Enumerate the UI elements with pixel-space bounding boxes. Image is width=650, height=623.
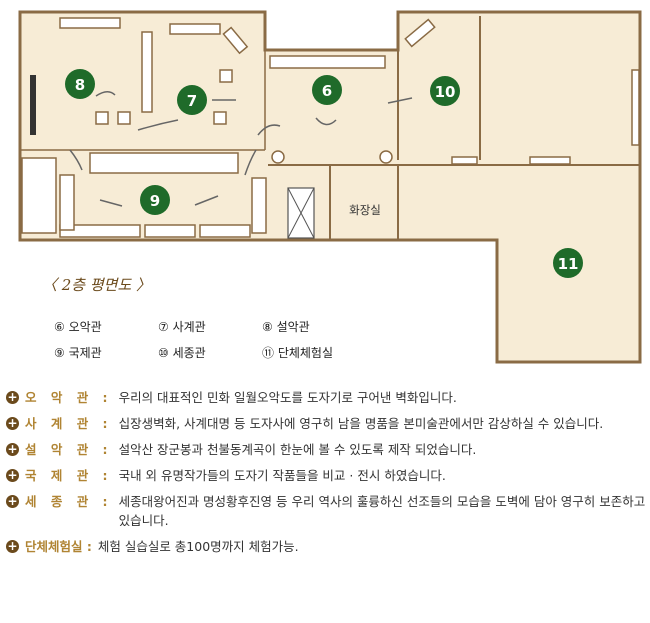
legend-item: ⑧ 설악관 [262, 320, 310, 334]
display-case [21, 157, 57, 234]
display-case [59, 174, 75, 231]
svg-text:11: 11 [558, 255, 579, 273]
restroom-label: 화장실 [349, 203, 381, 217]
display-case [269, 55, 386, 69]
svg-text:10: 10 [435, 83, 456, 101]
room-marker-10: 10 [430, 76, 460, 106]
description-item: + 단체체험실 : 체험 실습실로 총100명까지 체험가능. [6, 537, 646, 556]
room-marker-9: 9 [140, 185, 170, 215]
legend-item: ⑥ 오악관 [54, 320, 102, 334]
room-marker-circle [177, 85, 207, 115]
pedestal [117, 111, 131, 125]
display-case [30, 75, 36, 135]
room-marker-11: 11 [553, 248, 583, 278]
display-case [251, 177, 267, 234]
description-term: 설 악 관 : [25, 442, 113, 457]
plus-icon: + [6, 539, 19, 553]
description-text: 국내 외 유명작가들의 도자기 작품들을 비교 · 전시 하였습니다. [118, 468, 446, 483]
plus-icon: + [6, 442, 19, 456]
description-item: + 국 제 관 : 국내 외 유명작가들의 도자기 작품들을 비교 · 전시 하… [6, 466, 646, 485]
pedestal [271, 150, 285, 164]
svg-text:7: 7 [187, 92, 197, 110]
legend-item: ⑪ 단체체험실 [262, 346, 333, 360]
description-term: 오 악 관 : [25, 390, 113, 405]
description-term: 국 제 관 : [25, 468, 113, 483]
pedestal [219, 69, 233, 83]
description-list: + 오 악 관 : 우리의 대표적인 민화 일월오악도를 도자기로 구어낸 벽화… [6, 388, 646, 563]
display-case [169, 23, 221, 35]
description-item: + 사 계 관 : 십장생벽화, 사계대명 등 도자사에 영구히 남을 명품을 … [6, 414, 646, 433]
description-item: + 오 악 관 : 우리의 대표적인 민화 일월오악도를 도자기로 구어낸 벽화… [6, 388, 646, 407]
description-text: 세종대왕어진과 명성황후진영 등 우리 역사의 훌륭하신 선조들의 모습을 도벽… [118, 494, 646, 528]
description-text: 십장생벽화, 사계대명 등 도자사에 영구히 남을 명품을 본미술관에서만 감상… [118, 416, 604, 431]
legend-item: ⑨ 국제관 [54, 346, 102, 360]
room-marker-circle [312, 75, 342, 105]
display-case [144, 224, 196, 238]
floor-plan-title: 〈 2층 평면도 〉 [42, 276, 151, 294]
plus-icon: + [6, 416, 19, 430]
room-marker-6: 6 [312, 75, 342, 105]
legend-item: ⑦ 사계관 [158, 320, 206, 334]
pedestal [95, 111, 109, 125]
display-case [199, 224, 251, 238]
legend: ⑥ 오악관 ⑦ 사계관 ⑧ 설악관 ⑨ 국제관 ⑩ 세종관 ⑪ 단체체험실 [54, 320, 333, 360]
svg-text:6: 6 [322, 82, 332, 100]
description-term: 세 종 관 : [25, 494, 113, 509]
plus-icon: + [6, 390, 19, 404]
description-text: 체험 실습실로 총100명까지 체험가능. [97, 539, 299, 554]
route-arrows [69, 91, 413, 207]
display-case [222, 26, 249, 55]
pedestal [213, 111, 227, 125]
description-text: 설악산 장군봉과 천불동계곡이 한눈에 볼 수 있도록 제작 되었습니다. [118, 442, 477, 457]
description-term: 사 계 관 : [25, 416, 113, 431]
floor-plan: 8 7 6 9 10 11 화장실 〈 2층 평면도 〉 ⑥ 오악관 ⑦ 사계관… [18, 10, 642, 364]
plus-icon: + [6, 468, 19, 482]
room-marker-7: 7 [177, 85, 207, 115]
room-marker-circle [430, 76, 460, 106]
svg-text:8: 8 [75, 76, 85, 94]
display-case [631, 69, 640, 146]
room-marker-circle [140, 185, 170, 215]
display-case [529, 156, 571, 165]
svg-text:9: 9 [150, 192, 160, 210]
pedestal [379, 150, 393, 164]
room-marker-circle [553, 248, 583, 278]
display-case [89, 152, 239, 174]
legend-item: ⑩ 세종관 [158, 346, 206, 360]
display-case [451, 156, 478, 165]
display-case [141, 31, 153, 113]
room-marker-circle [65, 69, 95, 99]
display-case [59, 224, 141, 238]
stairs [287, 187, 315, 239]
room-marker-8: 8 [65, 69, 95, 99]
display-case [59, 17, 121, 29]
description-term: 단체체험실 : [25, 539, 92, 554]
description-item: + 세 종 관 : 세종대왕어진과 명성황후진영 등 우리 역사의 훌륭하신 선… [6, 492, 646, 530]
description-text: 우리의 대표적인 민화 일월오악도를 도자기로 구어낸 벽화입니다. [118, 390, 457, 405]
plus-icon: + [6, 494, 19, 508]
display-case [404, 18, 436, 48]
description-item: + 설 악 관 : 설악산 장군봉과 천불동계곡이 한눈에 볼 수 있도록 제작… [6, 440, 646, 459]
